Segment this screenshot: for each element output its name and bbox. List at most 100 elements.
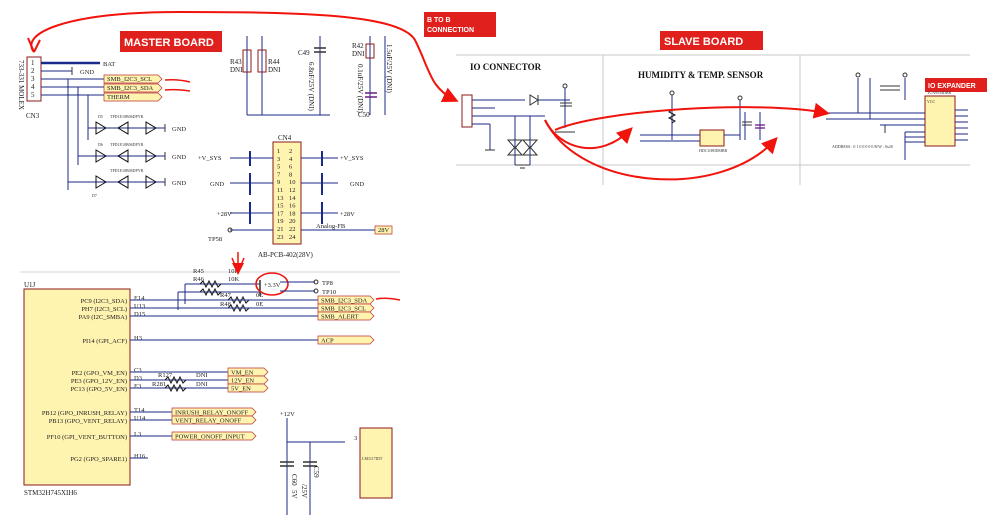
bottom-regulator-area: +12V C60 C59 /25V 5V 3 LM1117IDT — [280, 411, 393, 515]
therm-net-tag: THERM — [107, 94, 130, 101]
cn4-connector: CN4 135791113151719212324681012141618202… — [198, 134, 393, 259]
mcu-net-label: 5V_EN — [231, 386, 251, 393]
mcu-net-tag — [317, 295, 375, 305]
r46-ref: R46 — [193, 276, 205, 283]
tp10-label: TP10 — [322, 289, 336, 296]
r127-ref: R127 — [158, 372, 173, 379]
d7-gnd: GND — [172, 180, 186, 187]
cn3-ref: CN3 — [26, 112, 40, 120]
diode-row-1: D5 TPD1E10B06DPYR GND — [88, 114, 186, 135]
c59-ref: C59 — [312, 466, 320, 478]
c60-val: 5V — [290, 490, 298, 499]
r44-val: DNI — [268, 66, 281, 74]
u1-pin-name: PB12 (GPO_INRUSH_RELAY) — [42, 410, 127, 417]
sensor-return-arrow — [544, 119, 778, 181]
cn3-pin-5: 5 — [31, 91, 35, 99]
v33-label: +3.3V — [264, 282, 281, 289]
r281-val: DNI — [196, 381, 208, 388]
u1-pin-number: U14 — [134, 415, 146, 422]
slave-io-connector — [461, 83, 575, 169]
cn4-pin-left: 11 — [277, 187, 283, 194]
u1-pin-name: PI14 (GPI_ACF) — [82, 338, 127, 345]
cn4-gnd-right: GND — [350, 181, 364, 188]
cn3-connector: 1 2 3 4 5 733-331 MOLEX CN3 BAT GND SMB_… — [17, 56, 163, 120]
cn4-pin-right: 10 — [289, 179, 296, 186]
cn4-vsys-right: +V_SYS — [340, 155, 364, 162]
humidity-sensor: HDC1080DMBR — [640, 90, 765, 153]
3v3-highlight-circle — [255, 272, 289, 296]
c49-val: 6.8nF/25V (DNI) — [307, 62, 315, 112]
cn4-pin-right: 20 — [289, 218, 296, 225]
mcu-signal-wires: R127 DNI R281 DNI SMB_I2C3_SDASMB_I2C3_S… — [130, 295, 375, 459]
c59-val: /25V — [300, 484, 308, 498]
slave-board-header: SLAVE BOARD — [660, 31, 763, 50]
cn4-pin-right: 2 — [289, 148, 292, 155]
expander-vcc-pin: VCC — [927, 99, 936, 104]
u1-pin-number: E3 — [134, 383, 141, 390]
expander-i2c-arrow — [554, 102, 830, 131]
u1-pin-name: PF10 (GPI_VENT_BUTTON) — [47, 434, 127, 441]
expander-part: TCA9534DBR — [927, 90, 952, 95]
r48-val: 0E — [256, 301, 263, 308]
mcu-net-tag — [317, 335, 375, 345]
r43-val: DNI — [230, 66, 243, 74]
cn4-tp58: TP58 — [208, 236, 222, 243]
cn4-pin-right: 18 — [289, 210, 296, 217]
io-expander-header: IO EXPANDER — [925, 78, 987, 92]
cn4-pin-right: 14 — [289, 195, 296, 202]
cn4-pin-left: 17 — [277, 210, 284, 217]
cn4-pin-right: 16 — [289, 203, 296, 210]
scl-highlight-mark — [164, 79, 191, 83]
mcu-net-label: SMB_I2C3_SCL — [321, 306, 366, 313]
reg-pin-3: 3 — [354, 435, 357, 442]
cn4-28v-box: 28V — [378, 227, 390, 234]
mcu-net-tag — [227, 375, 269, 385]
smb-scl-net-tag: SMB_I2C3_SCL — [107, 76, 152, 83]
io-expander: TCA9534DBR VCC ADDRESS : 0 1 0 0 0 0 0 R… — [826, 72, 968, 160]
cn4-part: AB-PCB-402(28V) — [258, 251, 314, 259]
cn4-pin-right: 6 — [289, 164, 293, 171]
r47-ref: R47 — [220, 292, 232, 299]
tp8-label: TP8 — [322, 280, 333, 287]
cn4-pin-right: 24 — [289, 234, 296, 241]
r43-ref: R43 — [230, 58, 242, 66]
d5-part: TPD1E10B06DPYR — [110, 114, 144, 119]
io-expander-label: IO EXPANDER — [928, 83, 976, 90]
cn3-part: 733-331 MOLEX — [17, 60, 25, 110]
u1-pin-name: PH7 (I2C3_SCL) — [81, 306, 127, 313]
cn4-pin-left: 1 — [277, 148, 280, 155]
mcu-net-label: INRUSH_RELAY_ONOFF — [175, 410, 248, 417]
u1-pin-name: PG2 (GPO_SPARE1) — [70, 456, 127, 463]
btob-header: B TO B CONNECTION — [424, 12, 496, 37]
d5-ref: D5 — [98, 114, 103, 119]
r45-ref: R45 — [193, 268, 204, 275]
cn3-pin-1: 1 — [31, 59, 35, 67]
c-extra-val: 1.5uF/25V (DNI) — [385, 44, 393, 94]
cn4-pin-left: 19 — [277, 218, 284, 225]
r46-val: 10K — [228, 276, 240, 283]
gnd-net: GND — [80, 69, 94, 76]
cn4-pin-right: 4 — [289, 156, 293, 163]
mcu-net-label: 12V_EN — [231, 378, 254, 385]
master-board-header: MASTER BOARD — [120, 31, 222, 52]
mcu-net-tag — [171, 415, 257, 425]
mcu-net-tag — [171, 407, 257, 417]
r48-ref: R48 — [220, 301, 231, 308]
u1-pin-name: PC13 (GPO_5V_EN) — [70, 386, 127, 393]
d6-part: TPD1E10B06DPYR — [110, 142, 144, 147]
u1-pin-number: L3 — [134, 431, 141, 438]
mcu-net-tag — [317, 303, 375, 313]
r42-ref: R42 — [352, 42, 364, 50]
cn4-28v-left: +28V — [217, 211, 232, 218]
slave-board-frame: IO CONNECTOR HUMIDITY & TEMP. SENSOR — [456, 54, 970, 185]
c50-ref: C50 — [358, 111, 370, 119]
r127-val: DNI — [196, 372, 208, 379]
u1-pin-number: E14 — [134, 295, 145, 302]
mcu-net-label: SMB_ALERT — [321, 314, 359, 321]
annotation-arrows — [27, 10, 830, 181]
mcu-net-label: VENT_RELAY_ONOFF — [175, 418, 242, 425]
u1-pin-number: C3 — [134, 367, 142, 374]
mcu-net-tag — [171, 431, 257, 441]
u1-part: STM32H745XIH6 — [24, 489, 77, 497]
